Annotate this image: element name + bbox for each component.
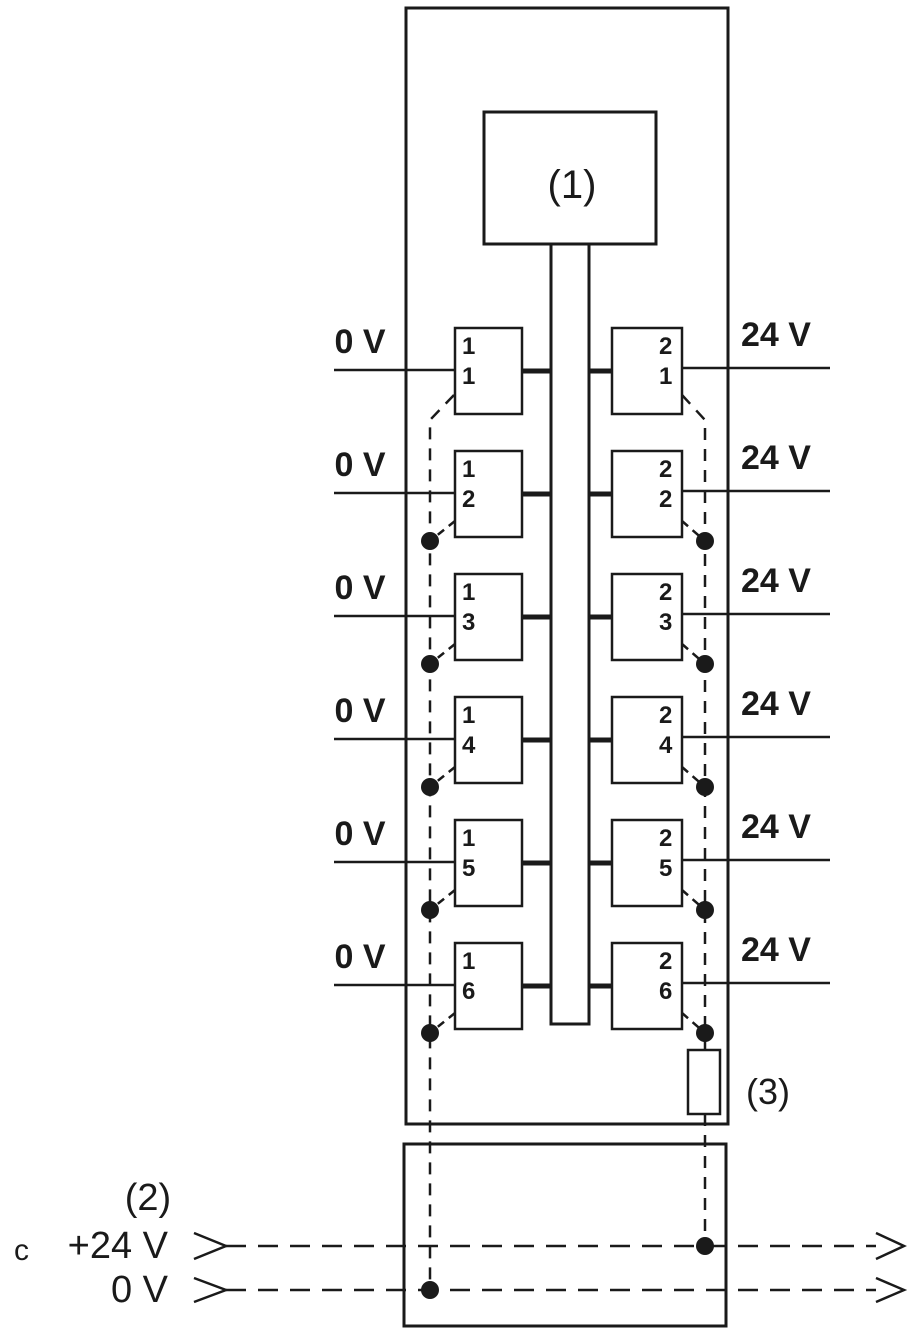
right-rail-link [681,766,706,788]
terminal-right-number: 3 [659,609,672,636]
internal-bus-stem [549,244,591,1026]
channel-row-2: 0 V 24 V 1 2 2 2 [334,439,830,550]
terminal-right-box [610,818,684,908]
bus-line-0v [193,1276,908,1304]
bus-plus24-label: +24 V [68,1225,169,1267]
left-supply-label: 0 V [334,446,385,484]
channel-row-4: 0 V 24 V 1 4 2 4 [334,685,830,796]
terminal-right-number: 2 [659,702,672,729]
terminal-left-number: 1 [462,825,475,852]
right-supply-label: 24 V [741,931,811,969]
terminal-right-number: 2 [659,486,672,513]
right-rail-link [681,889,706,911]
bus-connector-box [402,1142,728,1328]
terminal-right-number: 5 [659,855,672,882]
terminal-right-number: 2 [659,456,672,483]
left-rail-link [429,520,456,542]
fuse [686,1048,722,1116]
channel-row-6: 0 V 24 V 1 6 2 6 [334,931,830,1042]
right-junction-dot [696,778,714,796]
terminal-right-number: 2 [659,948,672,975]
terminal-left-box [453,818,524,908]
terminal-left-number: 6 [462,978,475,1005]
left-junction-dot [421,655,439,673]
terminal-left-number: 1 [462,948,475,975]
terminal-left-number: 3 [462,609,475,636]
terminal-right-number: 2 [659,825,672,852]
terminal-right-number: 1 [659,363,672,390]
terminal-right-box [610,449,684,539]
terminal-left-number: 1 [462,579,475,606]
left-rail-link [429,1012,456,1034]
terminal-left-number: 1 [462,456,475,483]
terminal-left-number: 1 [462,702,475,729]
terminal-left-number: 1 [462,333,475,360]
terminal-left-number: 5 [462,855,475,882]
right-supply-label: 24 V [741,316,811,354]
channel-row-3: 0 V 24 V 1 3 2 3 [334,562,830,673]
left-common-rail [428,394,455,1290]
right-supply-label: 24 V [741,808,811,846]
terminal-left-number: 1 [462,363,475,390]
terminal-right-number: 2 [659,333,672,360]
bus-plus24-prefix: c [14,1234,29,1267]
channel-rows: 0 V 24 V 1 1 2 1 0 V 24 V 1 2 2 2 0 V 24 V 1 3 2 3 0 V 24 V… [334,316,830,1042]
terminal-right-box [610,941,684,1031]
bus-junction-dot [696,1237,714,1255]
terminal-left-number: 2 [462,486,475,513]
bus-label: (2) [125,1177,171,1219]
right-junction-dot [696,901,714,919]
bus-junction-dot [421,1281,439,1299]
right-junction-dot [696,1024,714,1042]
left-junction-dot [421,532,439,550]
bus-0v-label: 0 V [111,1269,169,1311]
left-junction-dot [421,1024,439,1042]
channel-row-5: 0 V 24 V 1 5 2 5 [334,808,830,919]
right-supply-label: 24 V [741,439,811,477]
left-supply-label: 0 V [334,323,385,361]
right-supply-label: 24 V [741,685,811,723]
terminal-right-number: 6 [659,978,672,1005]
left-rail-link [429,643,456,665]
terminal-left-box [453,941,524,1031]
terminal-left-box [453,572,524,662]
right-rail-link [681,520,706,542]
left-rail-link [429,889,456,911]
terminal-right-number: 4 [659,732,673,759]
terminal-right-number: 2 [659,579,672,606]
terminal-right-box [610,572,684,662]
left-rail-link [429,766,456,788]
logic-module-label: (1) [548,163,597,207]
bus-line-plus24 [193,1231,907,1261]
terminal-right-box [610,695,684,785]
left-supply-label: 0 V [334,815,385,853]
left-junction-dot [421,778,439,796]
right-supply-label: 24 V [741,562,811,600]
right-rail-link [681,1012,706,1034]
right-junction-dot [696,532,714,550]
terminal-right-box [610,326,684,416]
left-junction-dot [421,901,439,919]
terminal-left-number: 4 [462,732,476,759]
logic-module-box [482,110,658,246]
left-supply-label: 0 V [334,692,385,730]
left-supply-label: 0 V [334,569,385,607]
right-common-rail [681,394,707,1050]
channel-row-1: 0 V 24 V 1 1 2 1 [334,316,830,416]
right-junction-dot [696,655,714,673]
left-supply-label: 0 V [334,938,385,976]
fuse-label: (3) [746,1071,790,1112]
terminal-left-box [453,695,524,785]
right-rail-link [681,643,706,665]
module-housing [404,6,730,1126]
terminal-left-box [453,326,524,416]
